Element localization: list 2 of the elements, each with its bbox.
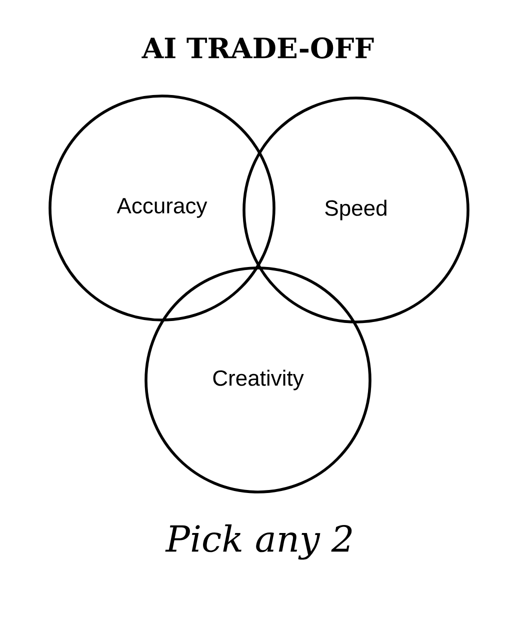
caption: Pick any 2 <box>165 524 352 560</box>
title: AI TRADE-OFF <box>142 37 374 59</box>
